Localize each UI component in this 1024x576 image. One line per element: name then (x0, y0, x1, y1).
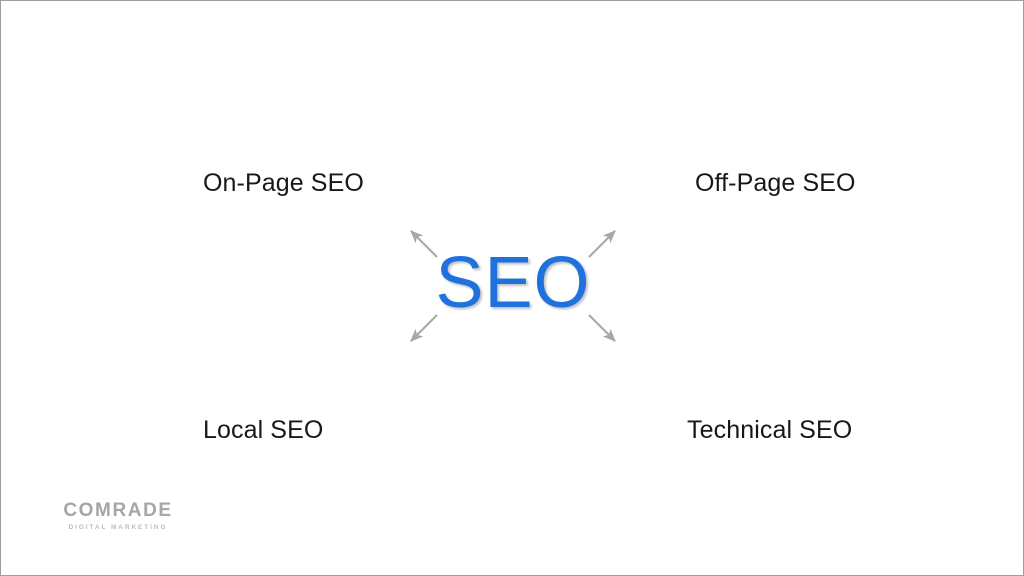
center-seo-label: SEO (435, 243, 591, 323)
arrow-up-right-icon (588, 230, 616, 258)
seo-hub: SEO (381, 201, 645, 371)
quadrant-label-technical-seo: Technical SEO (687, 416, 853, 444)
logo-wordmark: COMRADE (63, 500, 173, 521)
quadrant-label-on-page-seo: On-Page SEO (203, 169, 364, 197)
quadrant-label-off-page-seo: Off-Page SEO (695, 169, 856, 197)
comrade-logo: COMRADE DIGITAL MARKETING (58, 501, 178, 532)
arrow-down-left-icon (410, 314, 438, 342)
arrow-down-right-icon (588, 314, 616, 342)
arrow-up-left-icon (410, 230, 438, 258)
logo-tagline: DIGITAL MARKETING (68, 524, 168, 531)
quadrant-label-local-seo: Local SEO (203, 416, 324, 444)
radiating-arrows-group (410, 230, 616, 342)
